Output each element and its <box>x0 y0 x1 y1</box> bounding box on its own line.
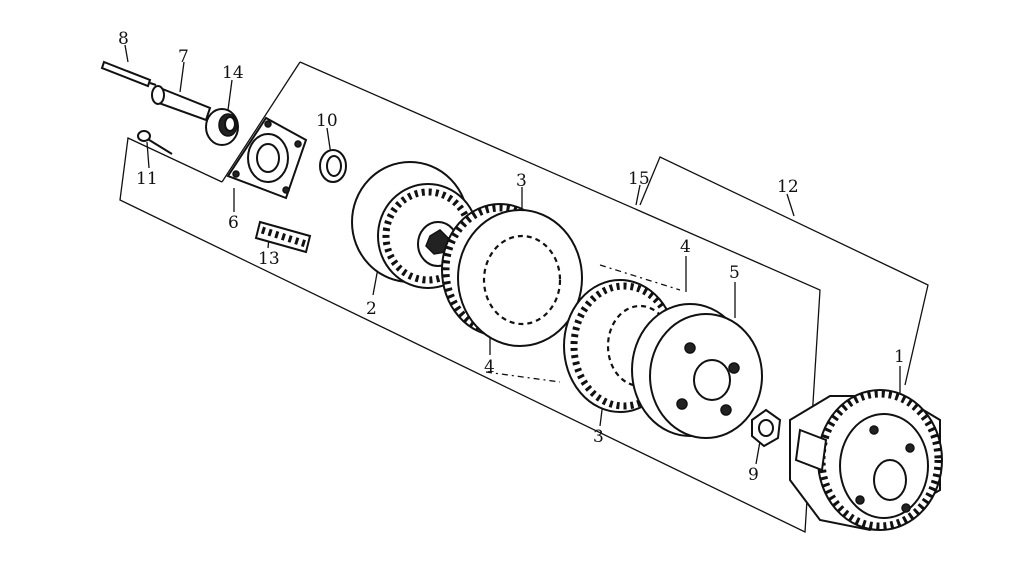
callout-8: 8 <box>118 29 129 49</box>
callout-9: 9 <box>748 465 759 485</box>
callout-5: 5 <box>729 263 740 283</box>
callout-14: 14 <box>222 63 244 83</box>
callout-4-left: 4 <box>484 357 495 377</box>
part-10-circlip <box>319 149 347 183</box>
part-14-bearing <box>205 108 239 146</box>
callout-1: 1 <box>894 347 905 367</box>
callout-15: 15 <box>628 169 650 189</box>
assembly-outline-15 <box>119 61 821 534</box>
callout-3-lower: 3 <box>593 427 604 447</box>
part-13-spring <box>254 220 312 254</box>
part-11-bolt <box>137 130 173 155</box>
callout-2: 2 <box>366 299 377 319</box>
part-5-pressure-plate <box>631 303 763 439</box>
part-8-pin <box>100 60 157 88</box>
callout-4-right: 4 <box>680 237 691 257</box>
assembly-outline-12 <box>639 156 929 386</box>
callout-11: 11 <box>136 169 158 189</box>
part-6-housing-plate <box>226 116 308 200</box>
callout-13: 13 <box>258 249 280 269</box>
part-9-washer <box>751 408 782 448</box>
callout-12: 12 <box>777 177 799 197</box>
callout-labels: 1 2 3 3 4 4 5 6 7 8 9 10 11 12 13 14 15 <box>118 29 905 485</box>
leader-lines <box>124 44 901 465</box>
part-2-clutch-center <box>351 161 479 289</box>
callout-10: 10 <box>316 111 338 131</box>
callout-6: 6 <box>228 213 239 233</box>
callout-7: 7 <box>178 47 189 67</box>
callout-3-upper: 3 <box>516 171 527 191</box>
part-1-clutch-outer <box>789 389 943 532</box>
part-3-friction-plate-a <box>441 203 583 347</box>
part-7-shaft <box>151 85 212 122</box>
